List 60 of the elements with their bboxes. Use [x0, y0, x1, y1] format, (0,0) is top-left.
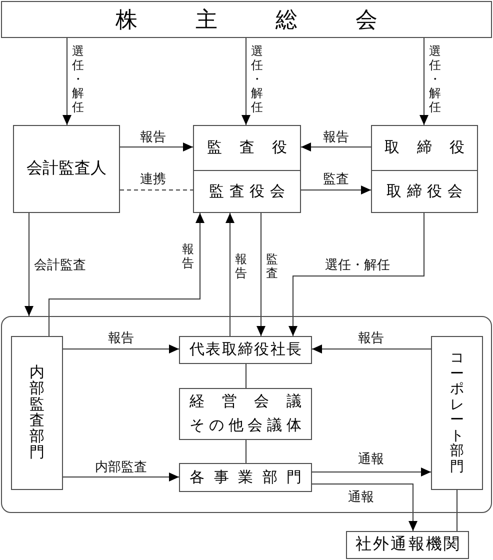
node-label: 社外通報機関 — [356, 535, 460, 555]
edge-label: 報告 — [323, 130, 349, 144]
organization-box — [179, 463, 312, 492]
arrow — [300, 142, 372, 152]
organization-box — [371, 170, 478, 213]
edge-label: 報告 — [235, 252, 247, 280]
arrow — [312, 468, 432, 476]
connector-line — [456, 490, 458, 532]
node-label: 監査役会 — [209, 182, 285, 202]
node-label: 各事業部門 — [190, 468, 302, 488]
node-label: 会計監査人 — [26, 159, 106, 179]
edge-label: 報告 — [358, 331, 384, 345]
arrow — [256, 212, 266, 336]
edge-label: 選任・解任 — [325, 258, 390, 272]
node-label: 代表取締役社長 — [190, 340, 302, 360]
organization-box — [193, 125, 301, 171]
node-label: 経営会議 — [190, 392, 302, 412]
node-label: 株主総会 — [116, 6, 378, 32]
organization-box — [13, 125, 120, 213]
group-frame — [1, 316, 492, 513]
node-label: コーポレート部門 — [450, 351, 464, 475]
edge-label: 報告 — [140, 130, 166, 144]
edge-label: 選任・解任 — [251, 44, 263, 114]
organization-box — [179, 336, 312, 364]
arrow — [62, 344, 180, 354]
edge-label: 監査 — [266, 252, 278, 280]
arrow — [120, 142, 194, 152]
arrow — [420, 38, 428, 126]
arrow — [24, 212, 34, 316]
arrow — [300, 186, 372, 194]
node-label: 内部監査部門 — [30, 365, 44, 461]
node-label: その他会議体 — [190, 416, 302, 436]
node-label: 取締役会 — [386, 182, 462, 202]
edge-label: 通報 — [358, 452, 384, 466]
arrow — [242, 38, 250, 126]
arrow — [48, 212, 204, 336]
arrow — [62, 472, 180, 482]
edge-label: 会計監査 — [34, 258, 86, 272]
node-label: 監査役 — [207, 138, 287, 158]
arrow — [288, 212, 424, 336]
arrow — [62, 38, 72, 126]
organization-box — [431, 336, 483, 490]
edge-label: 通報 — [348, 490, 374, 504]
organization-box — [179, 388, 312, 440]
edge-label: 監査 — [323, 172, 349, 186]
organization-box — [1, 1, 492, 38]
node-label: 取締役 — [384, 138, 464, 158]
arrow — [312, 484, 418, 532]
arrow — [312, 344, 432, 354]
edge-label: 報告 — [108, 331, 134, 345]
edge-label: 選任・解任 — [72, 44, 84, 114]
organization-box — [193, 170, 301, 213]
organization-box — [371, 125, 478, 171]
edge-label: 連携 — [140, 172, 166, 186]
edge-label: 選任・解任 — [429, 44, 441, 114]
edge-label: 内部監査 — [95, 460, 147, 474]
organization-box — [346, 531, 469, 559]
edge-label: 報告 — [182, 242, 194, 270]
organization-box — [11, 336, 63, 490]
arrow — [226, 212, 234, 336]
